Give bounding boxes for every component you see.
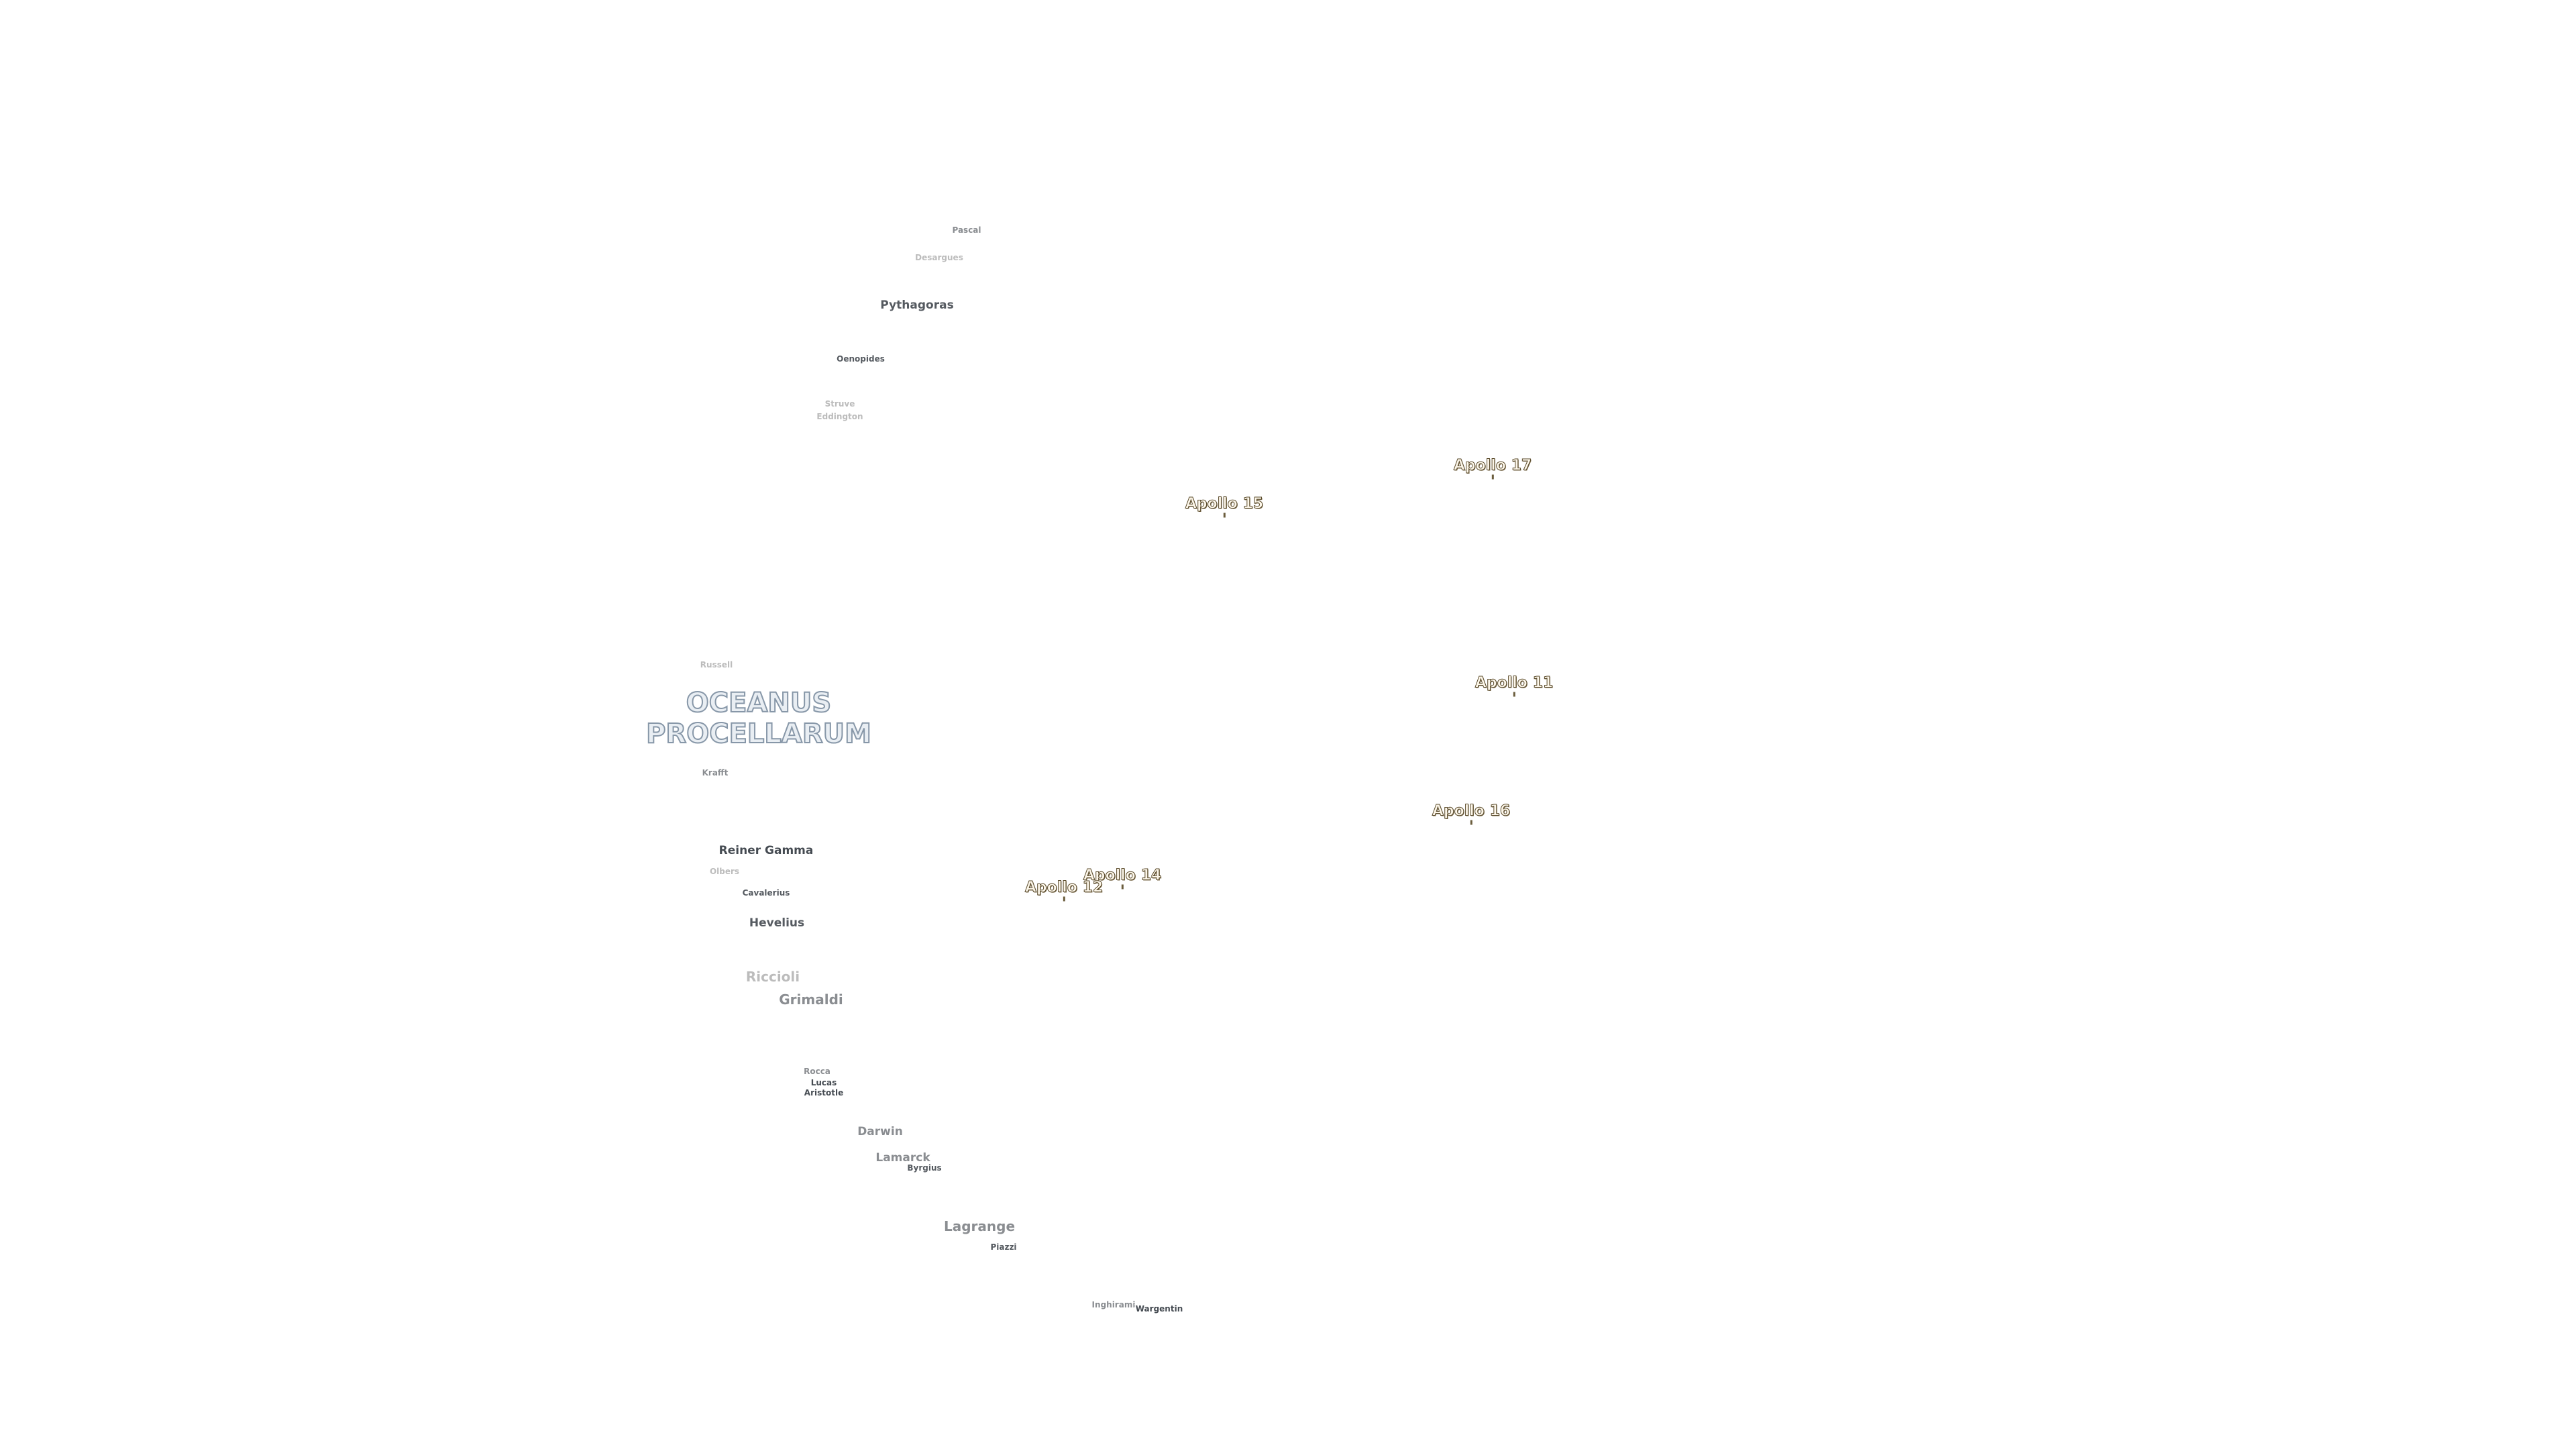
crater-label-hevelius[interactable]: Hevelius: [749, 916, 805, 930]
crater-label-riccioli[interactable]: Riccioli: [745, 969, 800, 985]
crater-label-oenopides[interactable]: Oenopides: [837, 354, 885, 364]
crater-label-rocca[interactable]: Rocca: [804, 1067, 830, 1076]
crater-label-eddington[interactable]: Eddington: [816, 412, 863, 421]
landing-site-apollo-16[interactable]: Apollo 16: [1432, 802, 1511, 825]
crater-label-lucas[interactable]: Lucas: [810, 1078, 837, 1087]
crater-label-aristotle[interactable]: Aristotle: [804, 1088, 844, 1097]
crater-label-darwin[interactable]: Darwin: [857, 1125, 903, 1138]
crater-label-desargues[interactable]: Desargues: [915, 253, 963, 262]
landing-site-apollo-11[interactable]: Apollo 11: [1474, 674, 1554, 697]
landing-site-apollo-14[interactable]: Apollo 14: [1083, 867, 1162, 890]
landing-site-label: Apollo 16: [1432, 802, 1511, 820]
landing-site-label: Apollo 17: [1453, 457, 1532, 474]
landing-site-marker-icon: [1513, 692, 1515, 697]
crater-label-russell[interactable]: Russell: [700, 660, 733, 669]
crater-label-krafft[interactable]: Krafft: [702, 768, 729, 777]
region-label-line-2: PROCELLARUM: [645, 718, 872, 750]
landing-site-marker-icon: [1121, 884, 1124, 890]
crater-label-wargentin[interactable]: Wargentin: [1135, 1304, 1183, 1313]
landing-site-apollo-15[interactable]: Apollo 15: [1185, 495, 1264, 518]
landing-site-marker-icon: [1223, 513, 1226, 518]
crater-label-piazzi[interactable]: Piazzi: [990, 1242, 1017, 1252]
crater-label-reiner-gamma[interactable]: Reiner Gamma: [718, 844, 814, 857]
landing-site-label: Apollo 14: [1083, 867, 1162, 884]
landing-site-marker-icon: [1063, 896, 1065, 902]
landing-site-apollo-12[interactable]: Apollo 12: [1024, 879, 1104, 902]
landing-site-label: Apollo 11: [1474, 674, 1554, 692]
crater-label-lagrange[interactable]: Lagrange: [943, 1218, 1016, 1234]
crater-label-pythagoras[interactable]: Pythagoras: [880, 299, 954, 312]
landing-site-marker-icon: [1491, 474, 1494, 480]
landing-site-marker-icon: [1470, 820, 1472, 825]
crater-label-byrgius[interactable]: Byrgius: [907, 1163, 942, 1173]
landing-site-label: Apollo 15: [1185, 495, 1264, 513]
landing-site-label: Apollo 12: [1024, 879, 1104, 896]
crater-label-grimaldi[interactable]: Grimaldi: [779, 991, 843, 1008]
crater-label-struve[interactable]: Struve: [824, 399, 855, 409]
crater-label-inghirami[interactable]: Inghirami: [1091, 1300, 1136, 1309]
crater-label-olbers[interactable]: Olbers: [709, 867, 740, 876]
region-label-line-1: OCEANUS: [686, 687, 832, 719]
crater-label-lamarck[interactable]: Lamarck: [875, 1151, 930, 1165]
crater-label-pascal[interactable]: Pascal: [952, 225, 981, 235]
crater-label-cavalerius[interactable]: Cavalerius: [742, 888, 790, 898]
region-label-oceanus-procellarum: OCEANUS PROCELLARUM: [645, 687, 872, 750]
landing-site-apollo-17[interactable]: Apollo 17: [1453, 457, 1532, 480]
